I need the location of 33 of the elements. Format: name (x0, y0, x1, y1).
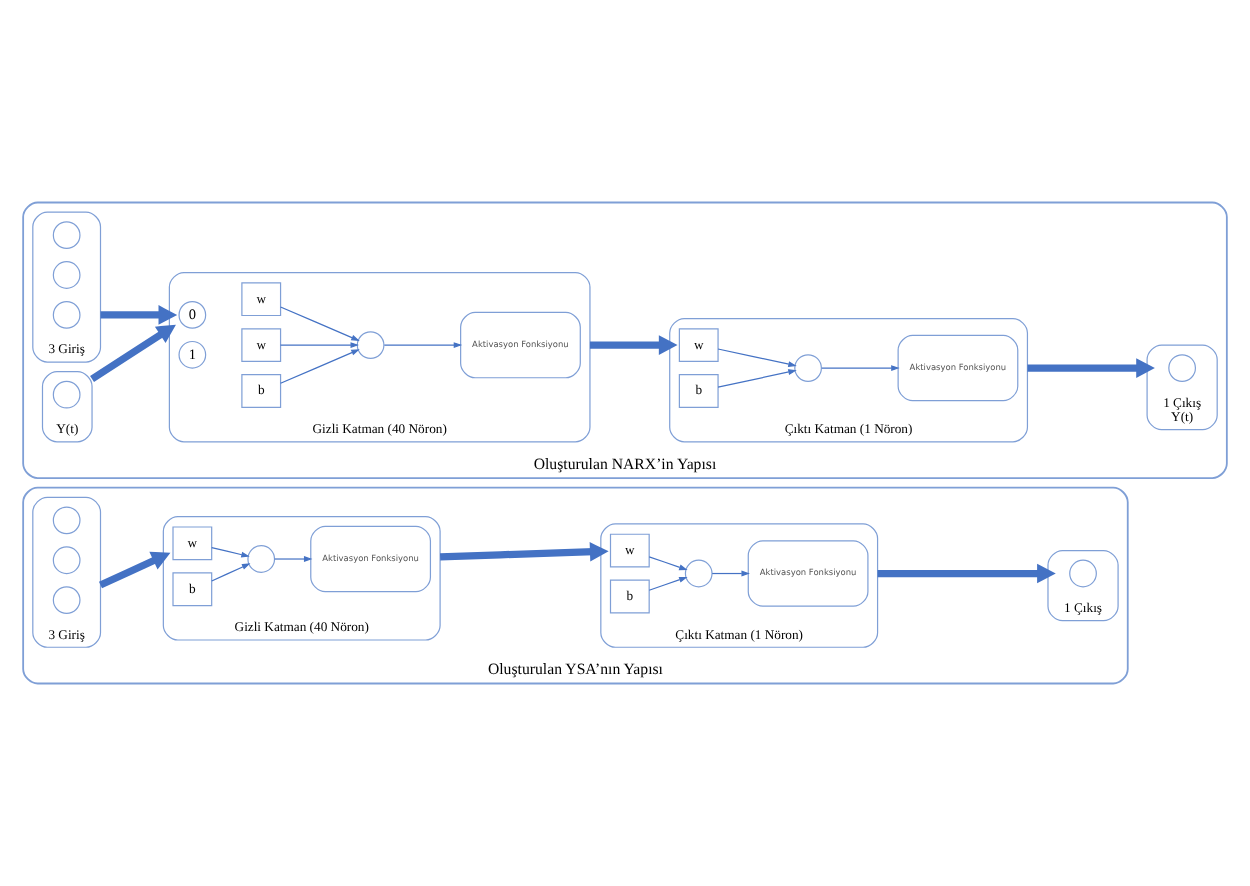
node-circle (794, 354, 822, 382)
arrow (90, 324, 176, 383)
arrow (717, 369, 797, 388)
arrow (589, 335, 678, 355)
node-circle (52, 261, 81, 289)
node-circle (52, 506, 81, 535)
node-circle (52, 586, 81, 614)
arrow (279, 342, 359, 349)
arrow (279, 349, 360, 384)
node-circle (247, 545, 276, 573)
arrow (877, 563, 1056, 584)
arrow (99, 551, 171, 589)
node-circle (1069, 559, 1097, 588)
arrow (648, 556, 688, 571)
node-circle (52, 221, 81, 250)
arrow (211, 547, 250, 558)
arrow (383, 342, 463, 349)
node-circle (52, 546, 81, 575)
arrow (648, 576, 688, 591)
arrow (711, 570, 750, 577)
arrow (279, 306, 360, 341)
arrow (1027, 358, 1155, 378)
node-circle (356, 331, 385, 359)
arrow (100, 305, 178, 325)
node-circle (52, 380, 81, 409)
arrow (717, 348, 797, 367)
arrow (274, 556, 313, 562)
node-circle (1168, 354, 1197, 382)
arrow (821, 365, 900, 372)
arrow (439, 542, 609, 562)
node-circle (684, 559, 713, 588)
node-circle (52, 301, 81, 329)
arrow (211, 563, 251, 582)
